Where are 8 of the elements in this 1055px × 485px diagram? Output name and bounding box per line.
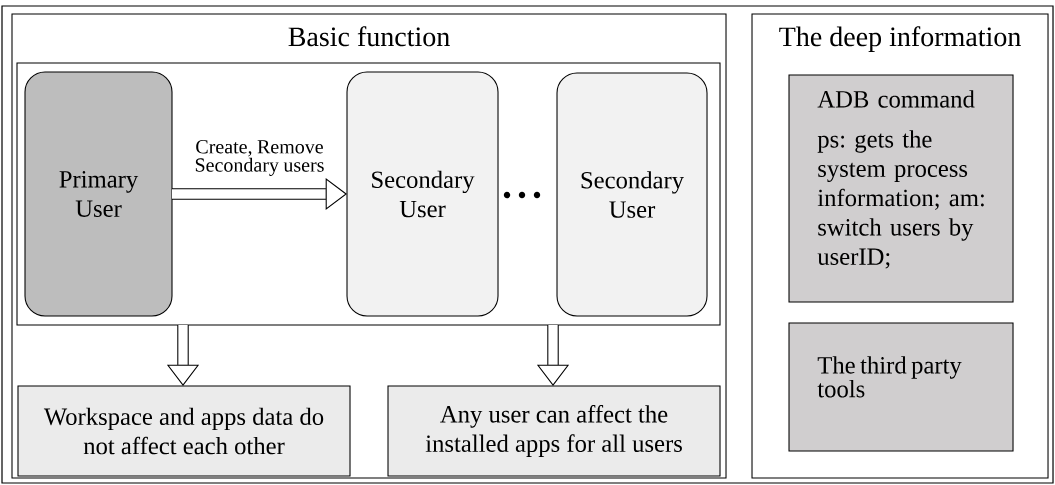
info-box: The third party tools xyxy=(788,322,1014,452)
user-box: Workspace and apps data do not affect each other xyxy=(17,385,351,477)
user-box: Primary User xyxy=(24,71,173,317)
info-box: ADB command ps: gets the system process information; am: switch users by userID; xyxy=(788,74,1014,303)
user-box: Secondary User xyxy=(346,71,499,317)
user-box: Any user can affect the installed apps for all users xyxy=(387,385,721,477)
edge-label: Create, Remove Secondary users xyxy=(195,140,324,176)
user-box: Secondary User xyxy=(556,72,708,317)
